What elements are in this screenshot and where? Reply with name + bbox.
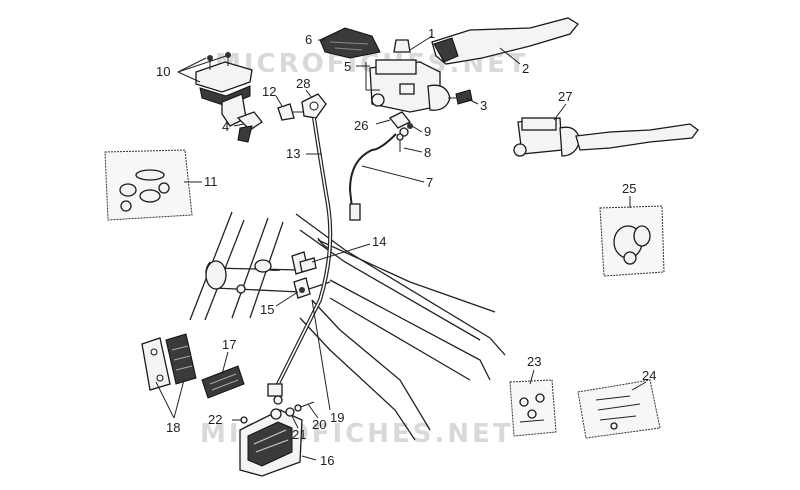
callout-2: 2: [522, 61, 529, 76]
callout-24: 24: [642, 368, 656, 383]
part-8-screw: [396, 133, 404, 152]
frame-tubes: [189, 211, 506, 441]
part-10-reservoir-cap: [195, 52, 253, 127]
callout-13: 13: [286, 146, 300, 161]
callout-16: 16: [320, 453, 334, 468]
part-12-banjo-bolt: [277, 103, 306, 121]
part-4-cap: [236, 111, 263, 143]
callout-22: 22: [208, 412, 222, 427]
callout-27: 27: [558, 89, 572, 104]
callout-23: 23: [527, 354, 541, 369]
callout-17: 17: [222, 337, 236, 352]
callout-19: 19: [330, 410, 344, 425]
callout-4: 4: [222, 119, 229, 134]
callout-7: 7: [426, 175, 433, 190]
callout-11: 11: [204, 174, 218, 189]
part-11-seal-kit-bag: [104, 149, 193, 221]
part-26-switch: [388, 111, 412, 137]
callout-6: 6: [305, 32, 312, 47]
callout-28: 28: [296, 76, 310, 91]
callout-10: 10: [156, 64, 170, 79]
part-25-repair-kit-bag: [599, 205, 665, 277]
part-13-brake-hose: [267, 117, 333, 397]
part-15-clip: [293, 277, 311, 299]
callout-8: 8: [424, 145, 431, 160]
part-2-brake-lever: [431, 17, 579, 65]
part-7-switch-cable: [348, 133, 397, 221]
part-14-hose-clip: [291, 251, 317, 275]
callout-3: 3: [480, 98, 487, 113]
callout-labels: 1 2 3 4 5 6 7 8 9 10 11 12 13 14 15 16 1…: [156, 26, 656, 468]
part-16-brake-caliper: [239, 408, 303, 477]
part-28-fitting: [301, 93, 327, 119]
callout-20: 20: [312, 417, 326, 432]
part-27-master-cylinder-assembly: [513, 117, 699, 157]
part-20-bolt: [294, 401, 315, 412]
part-18-brake-pads: [141, 333, 197, 391]
callout-25: 25: [622, 181, 636, 196]
callout-15: 15: [260, 302, 274, 317]
callout-9: 9: [424, 124, 431, 139]
callout-26: 26: [354, 118, 368, 133]
part-23-fastener-bag: [509, 379, 557, 437]
callout-12: 12: [262, 84, 276, 99]
part-24-fastener-bag: [577, 379, 661, 439]
callout-5: 5: [344, 59, 351, 74]
part-19-banjo-bolt: [273, 395, 283, 405]
part-17-brake-pad: [201, 365, 245, 399]
part-6-reservoir-cover: [319, 27, 381, 59]
leader-lines: [155, 35, 647, 461]
part-3-clamp-screw: [448, 89, 473, 105]
callout-18: 18: [166, 420, 180, 435]
part-9-washer: [407, 123, 413, 129]
part-1-master-cylinder: [369, 39, 451, 113]
callout-14: 14: [372, 234, 386, 249]
part-21-washer: [285, 407, 295, 417]
callout-21: 21: [292, 427, 306, 442]
callout-1: 1: [428, 26, 435, 41]
